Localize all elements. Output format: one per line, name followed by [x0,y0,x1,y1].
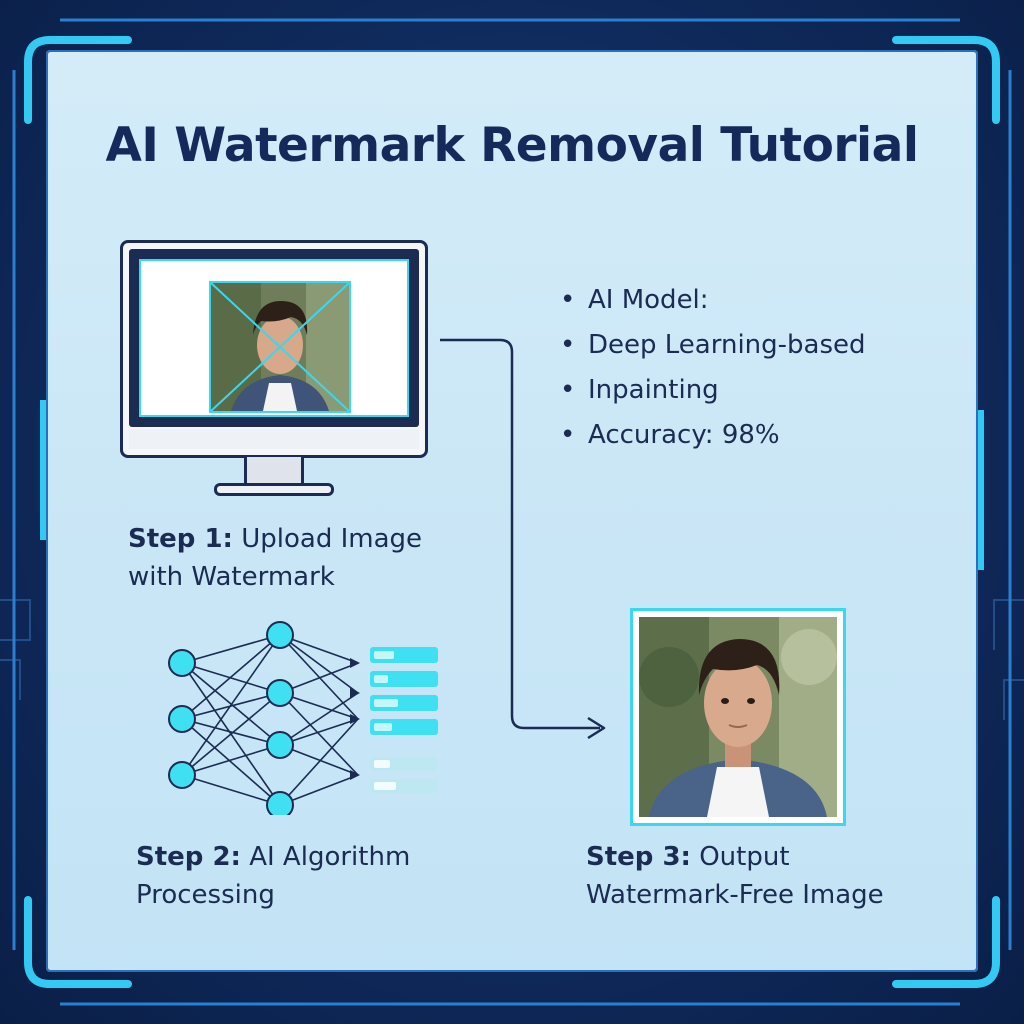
step-3-text-line2: Watermark-Free Image [586,880,884,910]
step-3-title: Step 3: [586,842,691,872]
uploaded-image-with-watermark [209,281,351,413]
feature-item: • Deep Learning-based [560,323,866,368]
output-bars [370,647,438,793]
page-title: AI Watermark Removal Tutorial [105,118,919,173]
step-1-title: Step 1: [128,524,233,554]
step-1-text-line2: with Watermark [128,562,335,592]
watermarked-portrait-icon [211,283,349,411]
bullet-icon: • [560,375,576,405]
feature-text: Deep Learning-based [588,330,866,360]
feature-text: Inpainting [588,375,719,405]
monitor-bezel [129,249,419,427]
step-2-text-line1: AI Algorithm [240,842,411,872]
neural-network-icon [168,621,438,815]
bullet-icon: • [560,330,576,360]
feature-text: Accuracy: 98% [588,420,780,450]
step-3-text-line1: Output [690,842,790,872]
monitor-stand [214,483,334,496]
monitor-icon [120,240,430,498]
monitor-neck [244,457,304,485]
monitor-body [120,240,428,458]
feature-list: • AI Model: • Deep Learning-based • Inpaint… [560,278,866,458]
feature-item: • Accuracy: 98% [560,413,866,458]
watermark-free-image [630,608,846,826]
monitor-screen [139,259,409,417]
bullet-icon: • [560,285,576,315]
step-1-label: Step 1: Upload Image with Watermark [128,520,422,596]
step-2-label: Step 2: AI Algorithm Processing [136,838,410,914]
step-2-text-line2: Processing [136,880,275,910]
step-2-title: Step 2: [136,842,241,872]
monitor-chin [129,429,419,449]
bullet-icon: • [560,420,576,450]
step-3-label: Step 3: Output Watermark-Free Image [586,838,884,914]
feature-item: • Inpainting [560,368,866,413]
step-1-text-line1: Upload Image [232,524,423,554]
clean-portrait-icon [639,617,837,817]
feature-text: AI Model: [588,285,709,315]
feature-item: • AI Model: [560,278,866,323]
